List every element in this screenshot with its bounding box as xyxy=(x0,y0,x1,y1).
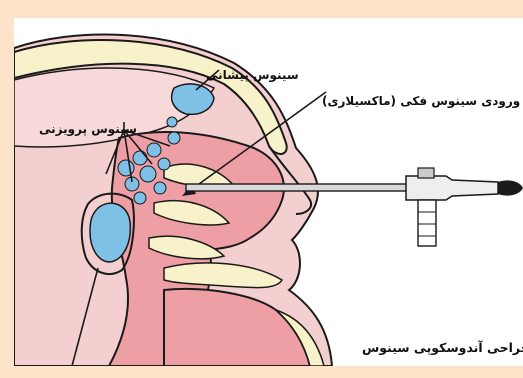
frontal-sinus xyxy=(172,84,214,114)
maxillary-sinus xyxy=(90,203,130,262)
maxillary-sinus-entrance-label: ورودی سینوس فکی (ماکسیلاری) xyxy=(322,94,520,108)
ethmoid-sinus-label: سینوس پرویزنی xyxy=(39,122,137,136)
frontal-sinus-label: سینوس پیشانی xyxy=(206,68,299,82)
diagram-canvas: سینوس پیشانی ورودی سینوس فکی (ماکسیلاری)… xyxy=(14,18,523,366)
sinus-endoscopic-surgery-caption: جراحی آندوسکوپی سینوس xyxy=(362,340,523,355)
